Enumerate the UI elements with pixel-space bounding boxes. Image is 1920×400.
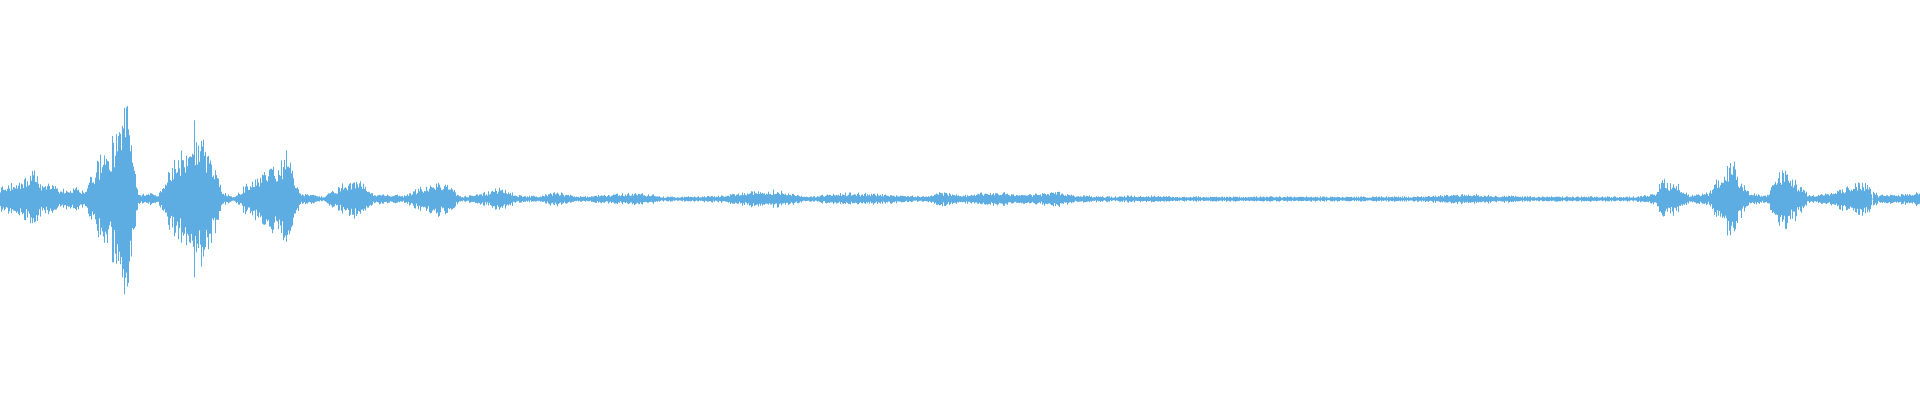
- waveform-bars: [0, 106, 1920, 295]
